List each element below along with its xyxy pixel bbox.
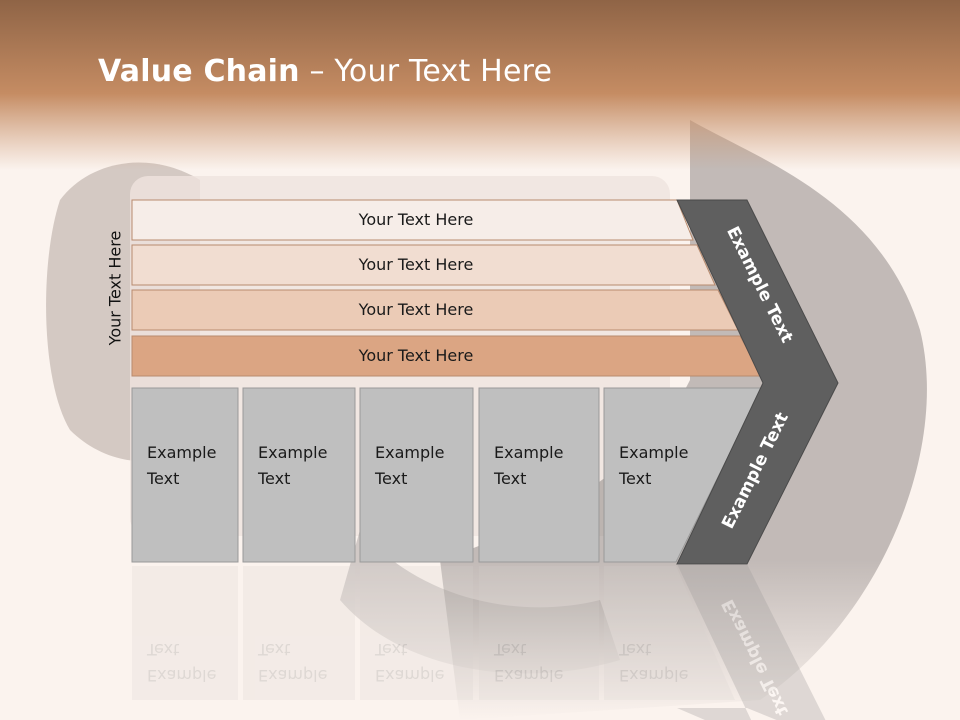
primary-box-reflection: Example Text xyxy=(360,566,473,700)
title-bold: Value Chain xyxy=(98,54,300,89)
primary-box-line1: Example xyxy=(147,443,216,462)
support-row-label: Your Text Here xyxy=(358,300,474,319)
margin-chevron xyxy=(676,199,839,565)
primary-box-line1: Example xyxy=(619,443,688,462)
reflection-line1: Example xyxy=(619,666,688,685)
reflection-line1: Example xyxy=(258,666,327,685)
support-row-label: Your Text Here xyxy=(358,210,474,229)
primary-box-line2: Text xyxy=(146,469,179,488)
primary-box-line2: Text xyxy=(257,469,290,488)
reflection-line1: Example xyxy=(147,666,216,685)
reflection-line2: Text xyxy=(257,640,290,659)
reflection-line2: Text xyxy=(374,640,407,659)
reflection-line1: Example xyxy=(375,666,444,685)
primary-box-line2: Text xyxy=(493,469,526,488)
support-row-2 xyxy=(131,244,716,286)
primary-box-line2: Text xyxy=(374,469,407,488)
reflection-line2: Text xyxy=(146,640,179,659)
support-row-label: Your Text Here xyxy=(358,346,474,365)
primary-box-line1: Example xyxy=(258,443,327,462)
slide-title: Value Chain – Your Text Here xyxy=(98,54,552,89)
primary-box-5 xyxy=(603,387,763,563)
primary-box-1 xyxy=(131,387,239,563)
primary-box-4 xyxy=(478,387,600,563)
primary-box-reflection: Example Text xyxy=(479,566,599,700)
primary-box-line2: Text xyxy=(618,469,651,488)
primary-box-reflection: Example Text xyxy=(243,566,355,700)
primary-box-reflection: Example Text xyxy=(604,566,735,700)
chevron-reflection: Example Text xyxy=(677,564,826,720)
reflection-line2: Text xyxy=(493,640,526,659)
primary-box-line1: Example xyxy=(375,443,444,462)
support-row-1 xyxy=(131,199,694,241)
primary-box-line1: Example xyxy=(494,443,563,462)
primary-box-3 xyxy=(359,387,474,563)
primary-box-reflection: Example Text xyxy=(132,566,238,700)
title-rest: – Your Text Here xyxy=(299,54,553,89)
reflection-line1: Example xyxy=(494,666,563,685)
reflection-line2: Text xyxy=(618,640,651,659)
primary-box-2 xyxy=(242,387,356,563)
support-row-label: Your Text Here xyxy=(358,255,474,274)
